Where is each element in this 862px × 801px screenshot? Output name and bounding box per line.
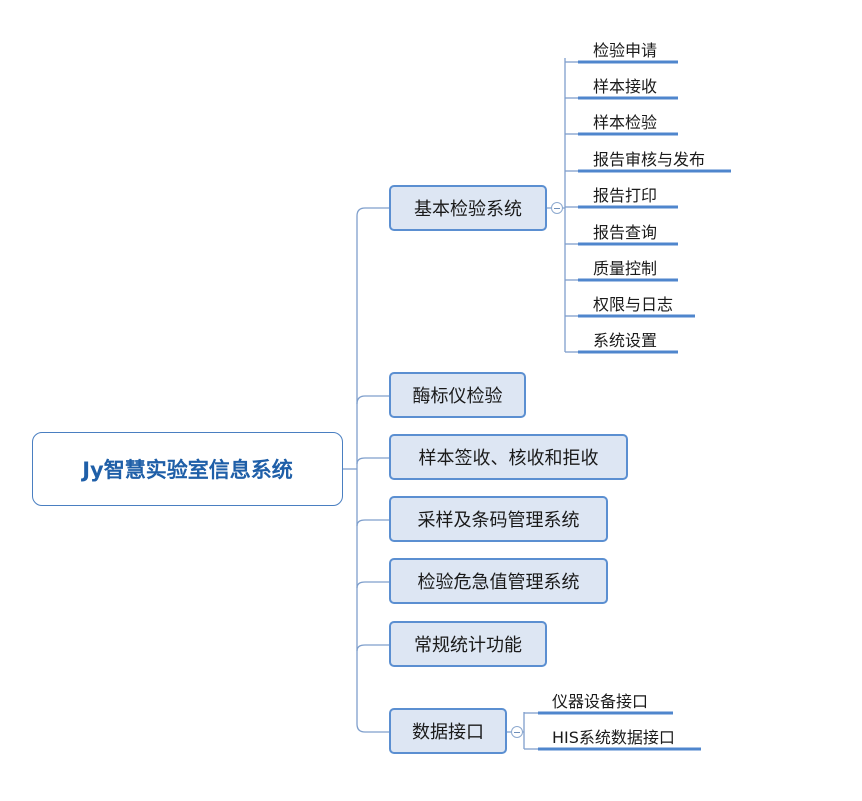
- branch-connector-7: [356, 723, 389, 733]
- branch-label: 样本签收、核收和拒收: [418, 448, 599, 469]
- branch-connector-6: [356, 644, 389, 652]
- branch-node-elisa-test[interactable]: 酶标仪检验: [389, 372, 526, 418]
- branch-label: 酶标仪检验: [412, 386, 503, 407]
- leaf-topic[interactable]: 报告查询: [593, 223, 658, 242]
- branch-node-statistics[interactable]: 常规统计功能: [389, 621, 547, 667]
- branch-node-basic-test-system[interactable]: 基本检验系统: [389, 185, 547, 231]
- branch-connector-2: [356, 395, 389, 405]
- branch-node-sampling-barcode[interactable]: 采样及条码管理系统: [389, 496, 608, 542]
- leaf-topic[interactable]: 仪器设备接口: [552, 692, 649, 711]
- leaf-topic[interactable]: 权限与日志: [593, 295, 674, 314]
- leaf-topic[interactable]: HIS系统数据接口: [552, 728, 675, 747]
- collapse-toggle-icon[interactable]: [511, 726, 523, 738]
- branch-connector-4: [356, 519, 389, 527]
- leaf-topic[interactable]: 样本接收: [593, 77, 658, 96]
- branch-label: 检验危急值管理系统: [417, 572, 580, 593]
- leaf-topic[interactable]: 样本检验: [593, 113, 658, 132]
- branch-connector-3: [356, 457, 389, 465]
- branch-label: 基本检验系统: [414, 199, 522, 220]
- branch-connector-1: [356, 207, 389, 217]
- collapse-toggle-icon[interactable]: [551, 202, 563, 214]
- branch-node-data-interface[interactable]: 数据接口: [389, 708, 507, 754]
- branch-node-critical-value[interactable]: 检验危急值管理系统: [389, 558, 608, 604]
- root-node[interactable]: Jy智慧实验室信息系统: [32, 432, 343, 506]
- branch-label: 采样及条码管理系统: [417, 510, 580, 531]
- leaf-topic[interactable]: 系统设置: [593, 331, 658, 350]
- root-label: Jy智慧实验室信息系统: [82, 458, 293, 482]
- branch-label: 常规统计功能: [414, 635, 522, 656]
- leaf-topic[interactable]: 质量控制: [593, 259, 658, 278]
- leaf-topic[interactable]: 报告打印: [593, 186, 658, 205]
- leaf-topic[interactable]: 报告审核与发布: [593, 150, 706, 169]
- branch-label: 数据接口: [412, 722, 484, 743]
- leaf-topic[interactable]: 检验申请: [593, 41, 658, 60]
- branch-node-sample-receive-reject[interactable]: 样本签收、核收和拒收: [389, 434, 628, 480]
- branch-connector-5: [356, 581, 389, 589]
